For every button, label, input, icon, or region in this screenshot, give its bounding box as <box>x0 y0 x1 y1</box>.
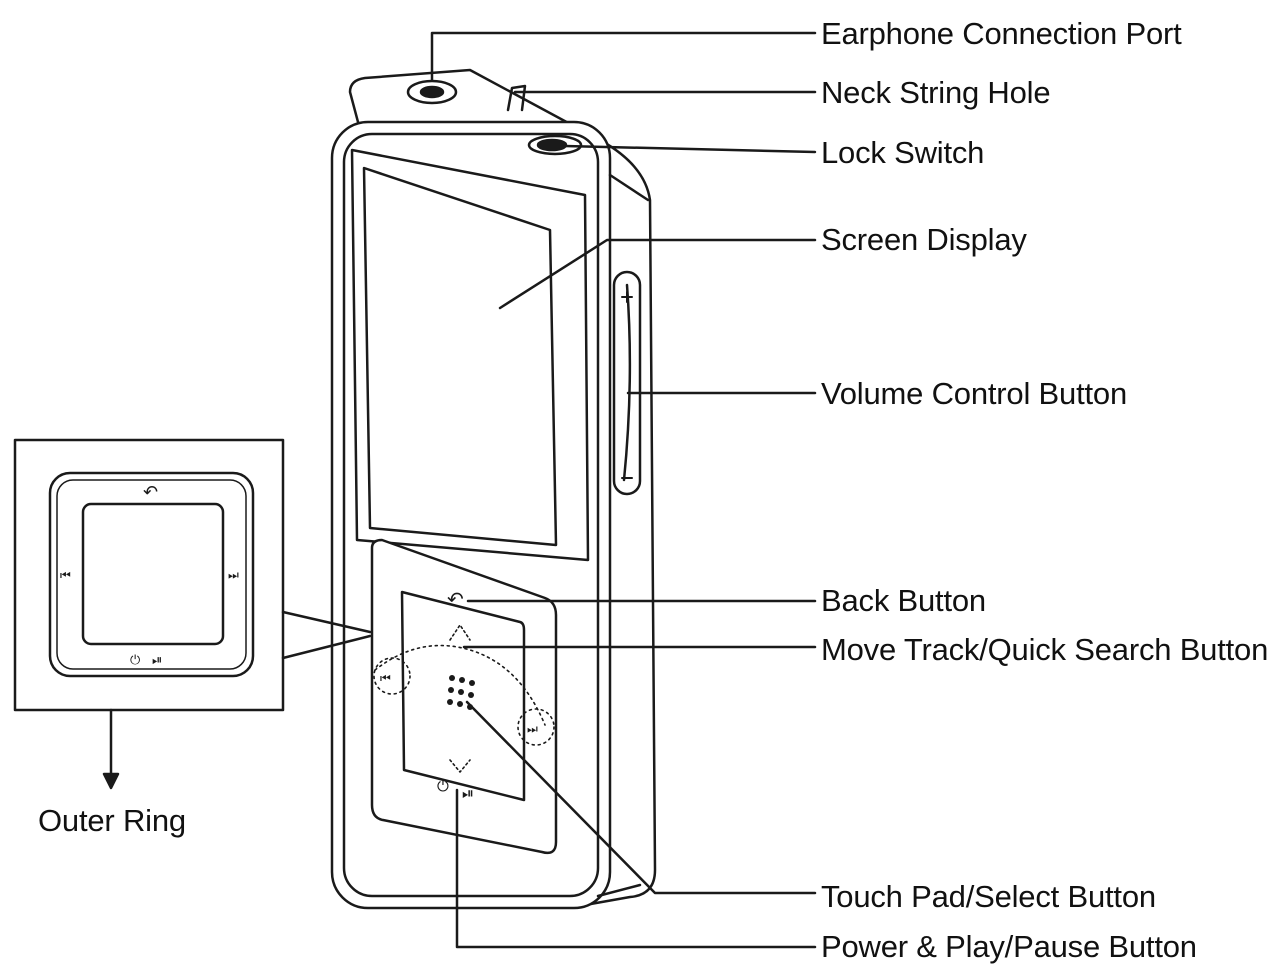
device-side-edge <box>608 173 650 202</box>
control-panel: ↶ ⏮ ⏭ ⏻ ⏯ <box>370 538 558 855</box>
next-icon: ⏭ <box>527 722 538 736</box>
back-icon: ↶ <box>447 589 464 611</box>
touch-pad-surface <box>400 590 526 802</box>
label-lock-switch: Lock Switch <box>821 135 985 170</box>
leader-lines <box>430 31 817 949</box>
lock-switch <box>527 134 583 156</box>
prev-icon: ⏮ <box>380 671 391 685</box>
label-touch-pad: Touch Pad/Select Button <box>821 879 1156 914</box>
inset-connector-bottom <box>281 634 372 660</box>
label-earphone-port: Earphone Connection Port <box>821 16 1182 51</box>
leader-earphone-port <box>430 31 817 82</box>
outer-ring-inset: ↶ ⏮ ⏭ ⏻ ⏯ <box>13 438 372 790</box>
inset-play-pause-icon: ⏯ <box>152 652 162 667</box>
screen-outer-frame <box>350 148 590 562</box>
device-front-bezel <box>342 132 600 898</box>
inset-touch-pad <box>81 502 225 646</box>
inset-frame <box>13 438 285 712</box>
inset-ring-outer <box>48 471 255 678</box>
earphone-port-hole <box>419 85 445 99</box>
inset-ring-inner <box>56 479 247 670</box>
label-outer-ring: Outer Ring <box>38 803 186 838</box>
inset-back-icon: ↶ <box>143 482 158 502</box>
leader-power-play <box>455 788 817 949</box>
play-pause-icon: ⏯ <box>462 785 474 802</box>
move-track-arc <box>374 644 546 726</box>
screen-display <box>350 148 590 562</box>
label-back-button: Back Button <box>821 583 986 618</box>
inset-next-icon: ⏭ <box>228 568 239 582</box>
leader-touch-pad <box>465 700 817 895</box>
outer-ring-arrowhead <box>102 772 120 790</box>
touch-pad-dots <box>447 675 475 710</box>
screen-glass <box>362 166 558 547</box>
label-power-play: Power & Play/Pause Button <box>821 929 1197 964</box>
leader-screen-display <box>498 238 817 310</box>
device-side-edge-bottom <box>596 883 642 898</box>
next-touch-zone <box>517 708 555 746</box>
leader-lock-switch <box>563 144 817 154</box>
up-chevron <box>449 624 471 641</box>
label-volume-control: Volume Control Button <box>821 376 1127 411</box>
prev-touch-zone <box>373 657 411 695</box>
label-move-track: Move Track/Quick Search Button <box>821 632 1269 667</box>
inset-power-icon: ⏻ <box>130 652 140 667</box>
inset-prev-icon: ⏮ <box>60 568 71 582</box>
label-screen-display: Screen Display <box>821 222 1027 257</box>
power-icon: ⏻ <box>437 778 449 795</box>
inset-connector-top <box>281 610 372 634</box>
down-chevron <box>449 759 471 773</box>
label-neck-string-hole: Neck String Hole <box>821 75 1051 110</box>
neck-string-hole-loop <box>506 84 527 112</box>
volume-control-button <box>612 270 642 496</box>
